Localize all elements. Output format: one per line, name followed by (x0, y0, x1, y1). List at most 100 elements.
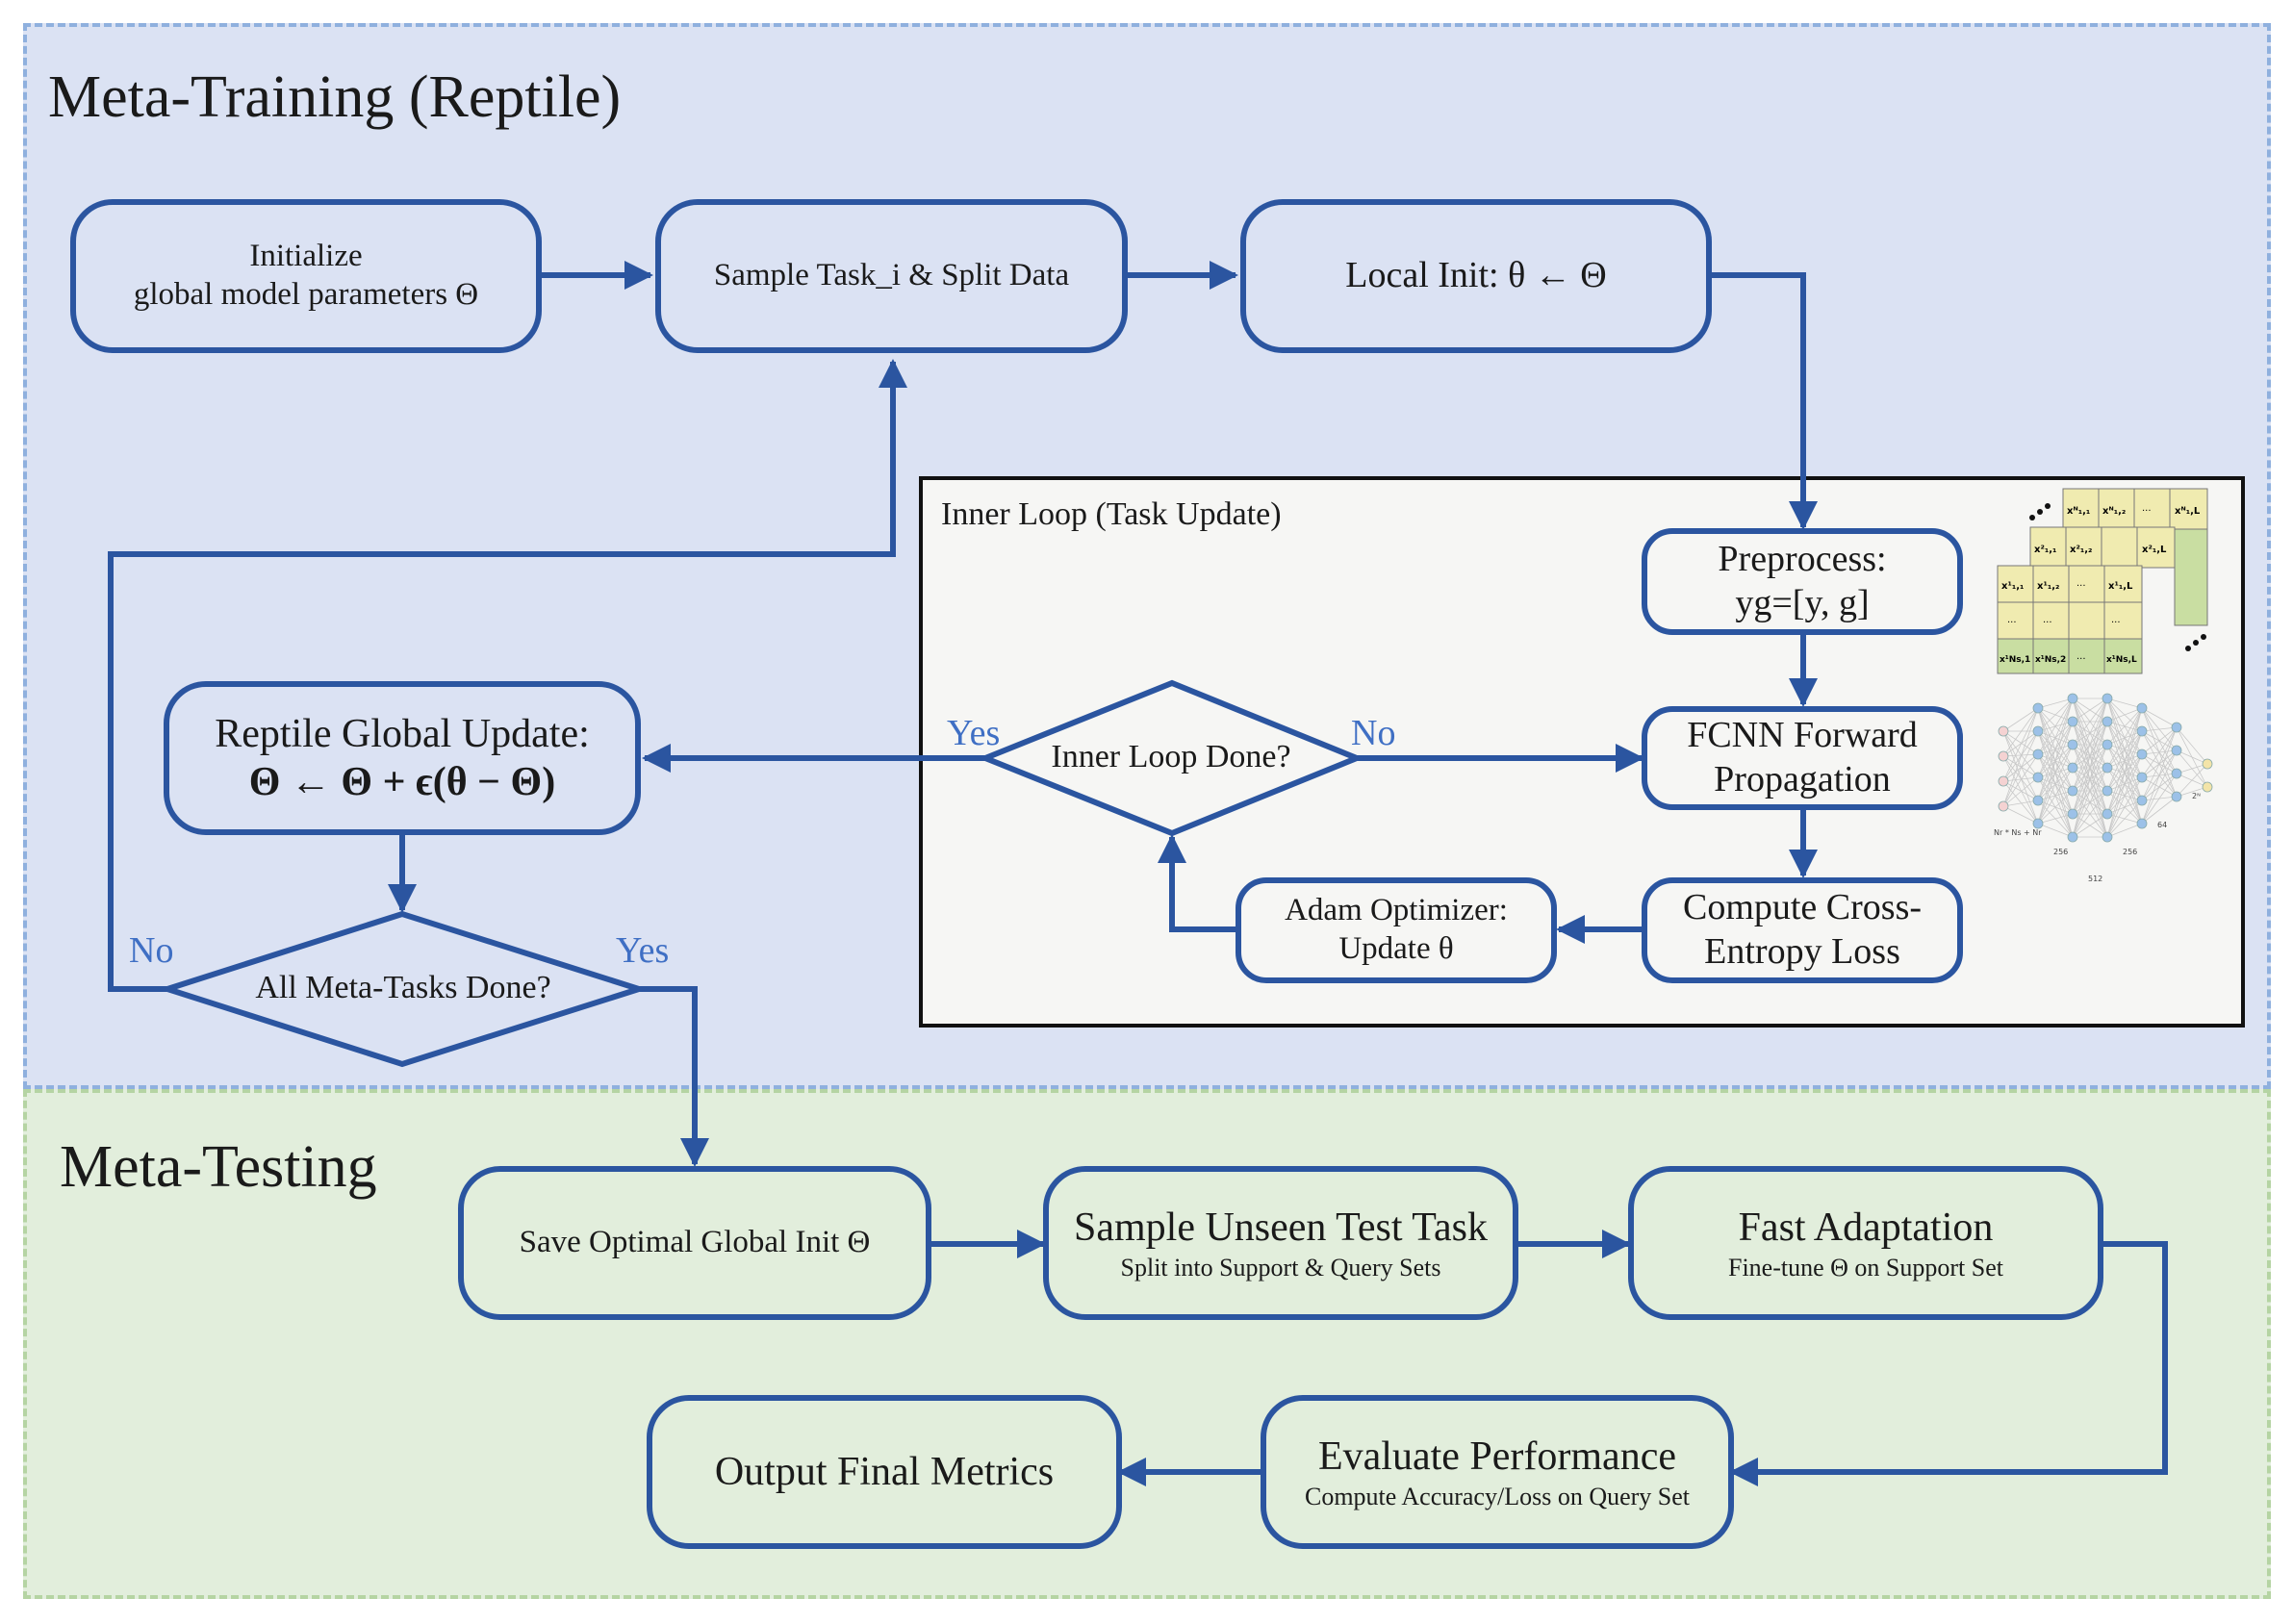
matrix-cell: ··· (2076, 581, 2086, 592)
initialize-parameters-node: Initialize global model parameters Θ (70, 199, 542, 353)
nn-connection (2037, 744, 2074, 825)
nn-node (2102, 808, 2113, 820)
fast-adapt-subtitle: Fine-tune Θ on Support Set (1728, 1253, 2003, 1281)
inner-loop-title: Inner Loop (Task Update) (941, 496, 1282, 532)
nn-connection (2072, 721, 2108, 838)
fcnn-forward-node: FCNN Forward Propagation (1642, 706, 1963, 810)
all-meta-tasks-done-label: All Meta-Tasks Done? (255, 970, 551, 1005)
nn-node (2171, 768, 2182, 779)
nn-connection (2176, 763, 2208, 774)
preprocess-node: Preprocess: yg=[y, g] (1642, 528, 1963, 635)
nn-connection (2037, 698, 2074, 778)
nn-node (2032, 818, 2044, 829)
nn-node (2102, 831, 2113, 843)
nn-connection (2141, 726, 2178, 801)
nn-connection (2072, 698, 2108, 815)
nn-connection (2002, 755, 2039, 778)
nn-connection (2141, 726, 2178, 825)
matrix-cell: xᴺ₁,₂ (2102, 506, 2126, 517)
nn-node (2032, 749, 2044, 760)
matrix-cell: x¹₁,L (2108, 581, 2133, 592)
evaluate-performance-node: Evaluate Performance Compute Accuracy/Lo… (1261, 1395, 1734, 1549)
nn-connection (2141, 749, 2178, 825)
nn-layer-label: 256 (2123, 848, 2137, 856)
nn-connection (2106, 707, 2143, 838)
nn-connection (2002, 730, 2039, 825)
initialize-line1: Initialize (249, 239, 363, 274)
nn-connection (2072, 698, 2108, 723)
nn-connection (2002, 753, 2039, 807)
nn-connection (2002, 707, 2039, 782)
nn-node (2067, 739, 2078, 750)
meta-tasks-no-label: No (129, 930, 174, 971)
nn-node (2171, 722, 2182, 733)
nn-connection (2037, 698, 2074, 755)
nn-connection (2106, 707, 2143, 792)
nn-connection (2037, 823, 2074, 838)
nn-connection (2002, 805, 2039, 825)
nn-connection (2037, 790, 2074, 825)
nn-node (2136, 725, 2148, 737)
save-label: Save Optimal Global Init Θ (519, 1225, 871, 1260)
nn-node (2136, 749, 2148, 760)
nn-connection (2141, 707, 2178, 728)
arrow-metadone-no-loop (108, 359, 907, 992)
nn-connection (2002, 730, 2039, 778)
nn-connection (2002, 707, 2039, 757)
reptile-line1: Reptile Global Update: (215, 711, 590, 756)
nn-connection (2176, 749, 2208, 765)
matrix-cell: x²₁,₂ (2070, 545, 2092, 555)
nn-connection (2176, 763, 2208, 798)
output-label: Output Final Metrics (714, 1449, 1055, 1494)
meta-training-title: Meta-Training (Reptile) (48, 64, 622, 130)
matrix-cell: x¹₁,₂ (2037, 581, 2059, 592)
nn-node (1998, 750, 2009, 762)
arrow-adam-to-innerdone (1158, 834, 1239, 932)
nn-connection (2037, 698, 2074, 732)
nn-connection (2002, 707, 2039, 732)
nn-connection (2002, 776, 2039, 807)
nn-connection (2037, 698, 2074, 709)
nn-connection (2106, 707, 2143, 723)
nn-node (2032, 725, 2044, 737)
nn-node (1998, 725, 2009, 737)
nn-node (2202, 781, 2213, 793)
nn-node (2136, 702, 2148, 714)
output-final-metrics-node: Output Final Metrics (647, 1395, 1122, 1549)
local-init-node: Local Init: θ ← Θ (1240, 199, 1712, 353)
nn-node (2067, 808, 2078, 820)
nn-connection (2141, 773, 2178, 825)
nn-node (2102, 739, 2113, 750)
nn-connection (2002, 753, 2039, 782)
fcnn-line1: FCNN Forward (1687, 715, 1918, 756)
matrix-cell: xᴺ₁,₁ (2067, 506, 2090, 517)
nn-connection (2141, 726, 2178, 778)
neural-network-nodes (1998, 693, 2213, 843)
adam-line1: Adam Optimizer: (1285, 893, 1508, 928)
nn-connection (2002, 707, 2039, 807)
nn-node (2102, 693, 2113, 704)
nn-node (2067, 785, 2078, 797)
nn-node (2202, 758, 2213, 770)
nn-connection (2072, 767, 2108, 838)
nn-connection (2141, 796, 2178, 825)
matrix-cell: x¹Ns,2 (2035, 655, 2066, 665)
nn-connection (2002, 753, 2039, 757)
nn-layer-label: 512 (2088, 875, 2102, 883)
nn-connection (2106, 730, 2143, 838)
nn-connection (2072, 698, 2108, 746)
matrix-cell: x¹₁,₁ (2001, 581, 2024, 592)
nn-connection (2002, 780, 2039, 801)
nn-connection (2141, 726, 2178, 755)
nn-connection (2072, 698, 2108, 769)
nn-node (2067, 716, 2078, 727)
nn-connection (2002, 730, 2039, 801)
nn-node (1998, 800, 2009, 812)
fast-adaptation-node: Fast Adaptation Fine-tune Θ on Support S… (1628, 1166, 2103, 1320)
matrix-cell: ··· (2043, 618, 2052, 628)
preprocess-line1: Preprocess: (1718, 538, 1887, 579)
matrix-cell: x¹Ns,L (2106, 655, 2137, 665)
fast-adapt-title: Fast Adaptation (1738, 1205, 1994, 1251)
meta-tasks-yes-label: Yes (616, 930, 670, 971)
